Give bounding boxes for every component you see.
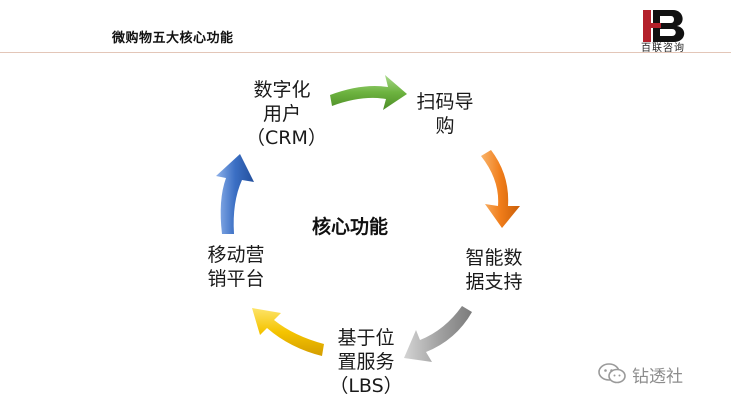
node-mobile-marketing-line1: 移动营 (207, 244, 265, 266)
watermark: 钻透社 (598, 362, 683, 387)
logo-caption: 百联咨询 (641, 43, 685, 54)
arrow-green (330, 75, 407, 110)
node-crm-line3: （CRM） (246, 127, 327, 149)
node-crm-line2: 用户 (262, 103, 301, 125)
header-divider (0, 52, 731, 53)
arrow-gray (404, 306, 472, 362)
center-label: 核心功能 (311, 216, 388, 238)
arrow-blue (216, 154, 254, 234)
arrow-yellow (252, 308, 324, 356)
node-smart-data-line1: 智能数 (465, 247, 523, 269)
node-lbs-line1: 基于位 (337, 327, 395, 349)
arrow-orange (481, 150, 520, 228)
page-title: 微购物五大核心功能 (112, 31, 234, 46)
brand-logo (643, 10, 685, 42)
node-lbs-line3: （LBS） (329, 375, 403, 397)
node-scan-guide-line1: 扫码导 (416, 91, 474, 113)
node-crm: 数字化 用户 （CRM） (246, 78, 327, 150)
watermark-text: 钻透社 (632, 366, 683, 387)
node-smart-data: 智能数 据支持 (458, 246, 530, 294)
wechat-icon (598, 363, 626, 384)
node-scan-guide: 扫码导 购 (410, 90, 480, 138)
node-mobile-marketing-line2: 销平台 (207, 268, 265, 290)
node-mobile-marketing: 移动营 销平台 (200, 243, 272, 291)
node-smart-data-line2: 据支持 (465, 271, 523, 293)
node-lbs: 基于位 置服务 （LBS） (326, 326, 406, 398)
node-crm-line1: 数字化 (253, 79, 311, 101)
node-scan-guide-line2: 购 (435, 115, 455, 137)
node-lbs-line2: 置服务 (337, 351, 395, 373)
